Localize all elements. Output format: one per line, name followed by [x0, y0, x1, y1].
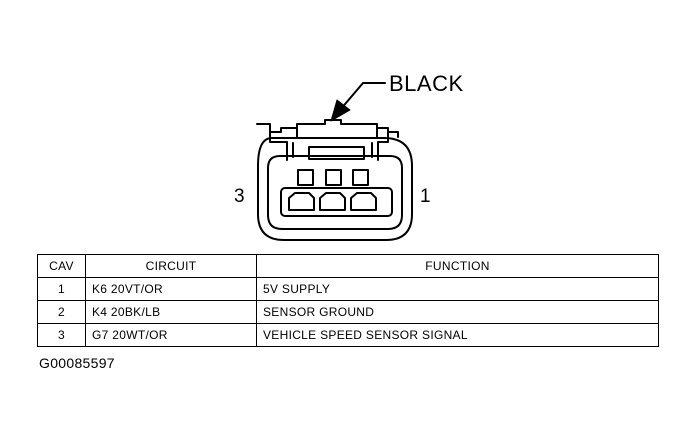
header-function: FUNCTION	[256, 254, 659, 278]
cell-function: 5V SUPPLY	[256, 277, 659, 301]
leader-arrowhead	[330, 99, 351, 122]
table-row: 2 K4 20BK/LB SENSOR GROUND	[37, 300, 659, 324]
cell-circuit: K4 20BK/LB	[85, 300, 257, 324]
connector-inner-shell	[267, 155, 403, 230]
pin-cavity-3	[288, 192, 315, 211]
connector-housing	[257, 137, 413, 241]
cell-function: SENSOR GROUND	[256, 300, 659, 324]
connector-color-label: BLACK	[389, 71, 464, 96]
cell-cav: 1	[37, 277, 86, 301]
pin-cavity-1	[350, 192, 377, 211]
cell-cav: 3	[37, 323, 86, 347]
table-header-row: CAV CIRCUIT FUNCTION	[37, 254, 659, 278]
pin-number-right: 1	[420, 186, 431, 207]
pinout-table: CAV CIRCUIT FUNCTION 1 K6 20VT/OR 5V SUP…	[37, 254, 659, 347]
cavity-window-3	[352, 169, 369, 186]
figure-id: G00085597	[39, 355, 115, 371]
pin-number-left: 3	[234, 186, 245, 207]
cavity-window-2	[325, 169, 342, 186]
table-row: 3 G7 20WT/OR VEHICLE SPEED SENSOR SIGNAL	[37, 323, 659, 347]
cavity-window-1	[297, 169, 314, 186]
cell-circuit: G7 20WT/OR	[85, 323, 257, 347]
cell-cav: 2	[37, 300, 86, 324]
header-cav: CAV	[37, 254, 86, 278]
cell-circuit: K6 20VT/OR	[85, 277, 257, 301]
connector-latch	[256, 119, 399, 138]
latch-window	[308, 146, 365, 160]
terminal-block	[280, 187, 393, 217]
header-circuit: CIRCUIT	[85, 254, 257, 278]
pin-cavity-2	[319, 192, 346, 211]
cell-function: VEHICLE SPEED SENSOR SIGNAL	[256, 323, 659, 347]
leader-line	[339, 82, 386, 111]
table-row: 1 K6 20VT/OR 5V SUPPLY	[37, 277, 659, 301]
